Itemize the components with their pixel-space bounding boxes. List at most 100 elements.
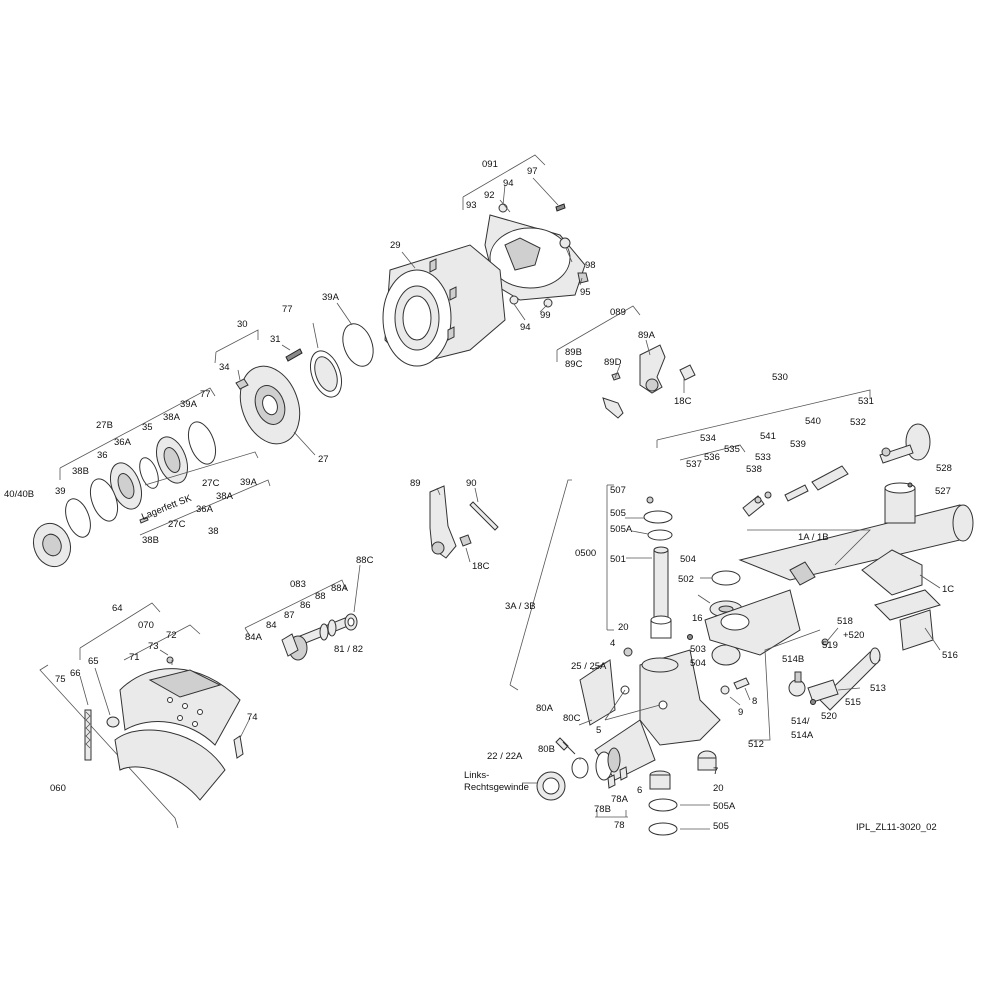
- label-514b: 514B: [782, 654, 804, 665]
- label-80a: 80A: [536, 703, 554, 714]
- label-504-low: 504: [690, 658, 706, 669]
- label-25-25a: 25 / 25A: [571, 661, 607, 672]
- label-3a-3b: 3A / 3B: [505, 601, 536, 612]
- label-92: 92: [484, 190, 495, 201]
- label-505a-low: 505A: [713, 801, 736, 812]
- label-78a: 78A: [611, 794, 629, 805]
- label-38b-low: 38B: [142, 535, 159, 546]
- label-518: 518: [837, 616, 853, 627]
- seal-cover-39a: [342, 323, 374, 367]
- label-95: 95: [580, 287, 591, 298]
- lower-seals: [522, 719, 710, 836]
- label-089: 089: [610, 307, 626, 318]
- wheel-hub: [214, 322, 343, 456]
- label-38b: 38B: [72, 466, 89, 477]
- label-89: 89: [410, 478, 421, 489]
- label-72: 72: [166, 630, 177, 641]
- label-89c: 89C: [565, 359, 583, 370]
- label-0500: 0500: [575, 548, 596, 559]
- label-507: 507: [610, 485, 626, 496]
- label-30: 30: [237, 319, 248, 330]
- label-65: 65: [88, 656, 99, 667]
- label-27c-b: 27C: [168, 519, 186, 530]
- label-40-40b: 40/40B: [4, 489, 34, 500]
- label-16: 16: [692, 613, 703, 624]
- label-89d: 89D: [604, 357, 622, 368]
- label-94: 94: [503, 178, 514, 189]
- label-538: 538: [746, 464, 762, 475]
- label-540: 540: [805, 416, 821, 427]
- label-1a-1b: 1A / 1B: [798, 532, 829, 543]
- label-77-top: 77: [282, 304, 293, 315]
- label-537: 537: [686, 459, 702, 470]
- label-7: 7: [713, 766, 718, 777]
- label-514a: 514A: [791, 730, 814, 741]
- label-34: 34: [219, 362, 230, 373]
- slack-adjuster: [556, 305, 696, 419]
- label-5: 5: [596, 725, 601, 736]
- bearing-stack: [32, 387, 271, 568]
- brake-shoes: [39, 602, 251, 829]
- label-27: 27: [318, 454, 329, 465]
- label-8: 8: [752, 696, 757, 707]
- label-rechtsgewinde: Rechtsgewinde: [464, 782, 529, 793]
- label-88c: 88C: [356, 555, 374, 566]
- label-505-low: 505: [713, 821, 729, 832]
- label-528: 528: [936, 463, 952, 474]
- label-73: 73: [148, 641, 159, 652]
- label-22-22a: 22 / 22A: [487, 751, 523, 762]
- label-74: 74: [247, 712, 258, 723]
- label-77-mid: 77: [200, 389, 211, 400]
- label-87: 87: [284, 610, 295, 621]
- label-20-top: 20: [618, 622, 629, 633]
- document-id: IPL_ZL11-3020_02: [856, 822, 937, 833]
- label-78b: 78B: [594, 804, 611, 815]
- label-39a-low: 39A: [240, 477, 258, 488]
- label-75: 75: [55, 674, 66, 685]
- label-84a: 84A: [245, 632, 263, 643]
- label-lagerfett: Lagerfett SK: [140, 493, 194, 523]
- label-94b: 94: [520, 322, 531, 333]
- brake-camshaft: [244, 564, 361, 661]
- label-535: 535: [724, 444, 740, 455]
- label-519: 519: [822, 640, 838, 651]
- label-35: 35: [142, 422, 153, 433]
- label-80c: 80C: [563, 713, 581, 724]
- label-86: 86: [300, 600, 311, 611]
- label-512: 512: [748, 739, 764, 750]
- label-80b: 80B: [538, 744, 555, 755]
- label-98: 98: [585, 260, 596, 271]
- label-9: 9: [738, 707, 743, 718]
- label-20-low: 20: [713, 783, 724, 794]
- label-532: 532: [850, 417, 866, 428]
- label-541: 541: [760, 431, 776, 442]
- cover-plate-assembly: [462, 154, 589, 321]
- label-plus-520: +520: [843, 630, 864, 641]
- label-links: Links-: [464, 770, 489, 781]
- label-27c-a: 27C: [202, 478, 220, 489]
- label-505-top: 505: [610, 508, 626, 519]
- label-513: 513: [870, 683, 886, 694]
- label-530: 530: [772, 372, 788, 383]
- label-89a: 89A: [638, 330, 656, 341]
- label-501: 501: [610, 554, 626, 565]
- label-18c-top: 18C: [674, 396, 692, 407]
- label-27b: 27B: [96, 420, 113, 431]
- label-36a: 36A: [114, 437, 132, 448]
- label-505a-top: 505A: [610, 524, 633, 535]
- label-36: 36: [97, 450, 108, 461]
- label-083: 083: [290, 579, 306, 590]
- label-39a-mid: 39A: [180, 399, 198, 410]
- label-520: 520: [821, 711, 837, 722]
- axle-beam: [656, 389, 974, 656]
- label-070: 070: [138, 620, 154, 631]
- label-6: 6: [637, 785, 642, 796]
- label-38a: 38A: [163, 412, 181, 423]
- label-502: 502: [678, 574, 694, 585]
- label-18c-mid: 18C: [472, 561, 490, 572]
- label-39: 39: [55, 486, 66, 497]
- label-88a: 88A: [331, 583, 349, 594]
- steering-knuckle: [509, 479, 751, 790]
- label-36a-low: 36A: [196, 504, 214, 515]
